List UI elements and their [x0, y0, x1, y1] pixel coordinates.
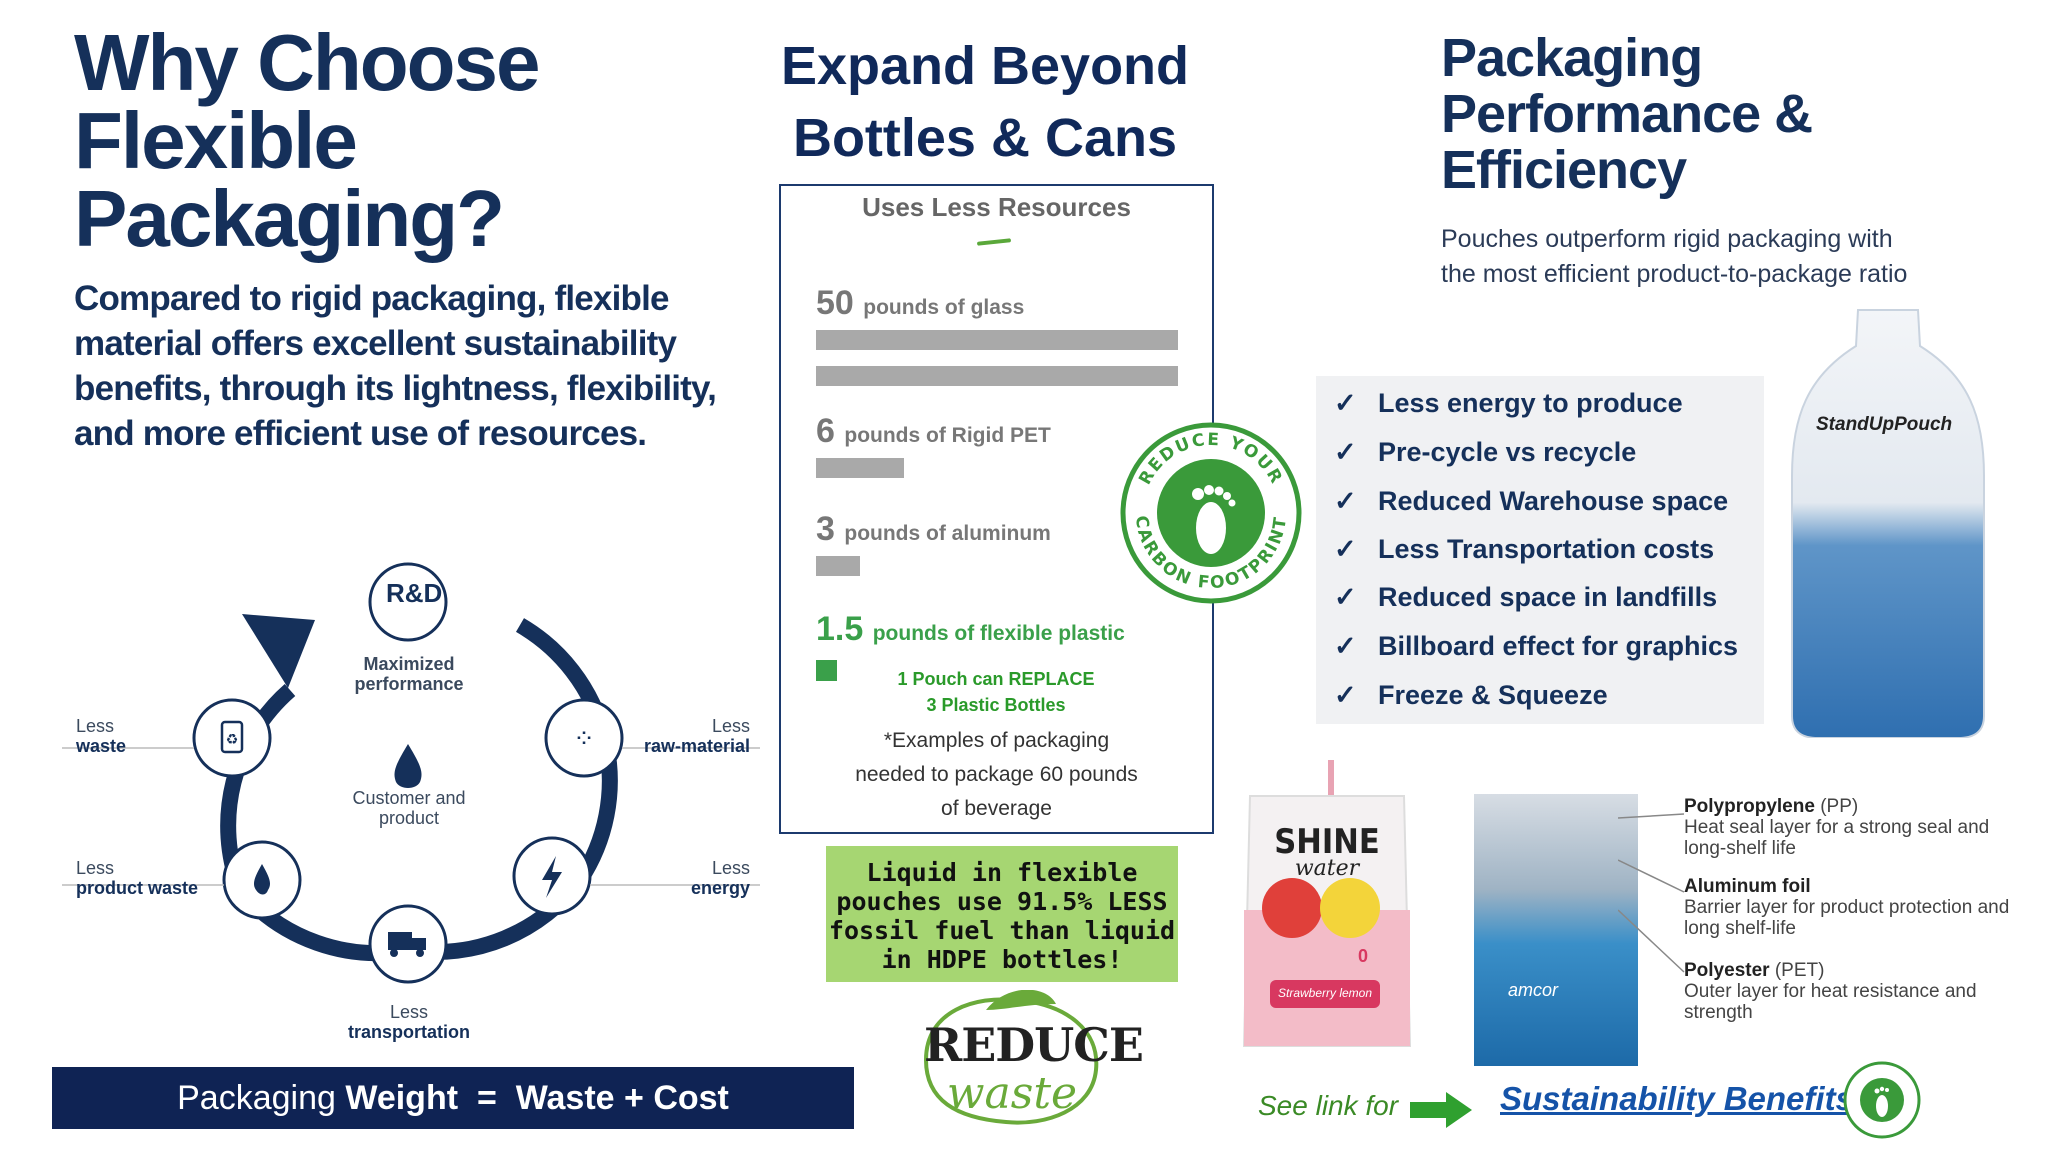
right-title-line2: Performance &	[1441, 84, 1813, 144]
arrow-right-icon	[1410, 1092, 1472, 1128]
glass-amount: 50 pounds of glass	[816, 284, 1025, 322]
customer-product-label: Customer and product	[352, 788, 466, 828]
shine-sugar: 0	[1358, 946, 1369, 966]
shine-brand: SHINE	[1274, 822, 1380, 862]
flexible-plastic-amount: 1.5 pounds of flexible plastic	[816, 610, 1125, 648]
layer-polyester: Polyester (PET)Outer layer for heat resi…	[1684, 960, 1977, 1023]
packaging-weight-bar: Packaging Weight = Waste + Cost	[52, 1067, 854, 1129]
shine-sub: water	[1294, 856, 1360, 881]
shine-water-pouch-image: SHINE water Strawberry lemon 0	[1240, 760, 1414, 1050]
waste-bin-icon: ♻	[192, 698, 272, 778]
svg-text:♻: ♻	[226, 732, 239, 748]
rd-icon	[368, 562, 448, 642]
left-subtitle: Compared to rigid packaging, flexible ma…	[74, 279, 717, 453]
svg-text:⁘: ⁘	[573, 724, 595, 754]
sustainability-benefits-link[interactable]: Sustainability Benefits	[1500, 1080, 1854, 1117]
carbon-footprint-badge: REDUCE YOUR CARBON FOOTPRINT	[1120, 422, 1302, 604]
right-subtitle: Pouches outperform rigid packaging with …	[1441, 225, 1908, 288]
fossil-fuel-callout: Liquid in flexible pouches use 91.5% LES…	[826, 846, 1178, 982]
truck-icon	[368, 904, 448, 984]
see-link-label: See link for	[1258, 1090, 1399, 1121]
standup-pouch-bottle-image: StandUpPouch	[1788, 306, 1988, 738]
middle-title-line2: Bottles & Cans	[792, 108, 1178, 168]
right-title: Packaging Performance & Efficiency	[1441, 28, 1813, 200]
left-title: Why Choose Flexible Packaging?	[74, 18, 540, 263]
aluminum-amount: 3 pounds of aluminum	[816, 510, 1051, 548]
layer-polypropylene: Polypropylene (PP)Heat seal layer for a …	[1684, 796, 1990, 859]
drop-icon	[222, 840, 302, 920]
glass-bar-1	[816, 330, 1178, 350]
maximized-performance-label: Maximized performance	[354, 654, 464, 694]
checkmark-icon: ✓	[1334, 437, 1357, 467]
infobox-heading: Uses Less Resources	[862, 192, 1131, 222]
left-title-line2: Flexible	[74, 96, 358, 185]
cycle-arrow-icon	[242, 614, 315, 688]
pet-bar	[816, 458, 904, 478]
checkmark-icon: ✓	[1334, 582, 1357, 612]
benefits-checklist: ✓Less energy to produce ✓Pre-cycle vs re…	[1316, 376, 1764, 724]
right-title-line3: Efficiency	[1441, 140, 1687, 200]
checklist-item: ✓Freeze & Squeeze	[1334, 680, 1608, 710]
layer-leader-lines	[1618, 813, 1685, 973]
amcor-pouch-image: amcor	[1468, 790, 1644, 1066]
pet-amount: 6 pounds of Rigid PET	[816, 412, 1051, 450]
reduce-text: REDUCE	[924, 1018, 1144, 1072]
checklist-item: ✓Pre-cycle vs recycle	[1334, 437, 1637, 467]
checkmark-icon: ✓	[1334, 486, 1357, 516]
aluminum-bar	[816, 556, 860, 576]
left-title-line3: Packaging?	[74, 174, 505, 263]
checklist-item: ✓Less energy to produce	[1334, 388, 1683, 418]
checkmark-icon: ✓	[1334, 534, 1357, 564]
energy-bolt-icon	[512, 836, 592, 916]
footprint-icon	[1192, 485, 1236, 554]
benefits-cycle-diagram: ♻ ⁘ R&D Maximized performance Custo	[60, 540, 760, 1060]
left-title-line1: Why Choose	[74, 18, 540, 107]
reduce-waste-logo: REDUCE waste	[916, 990, 1144, 1130]
checkmark-icon: ✓	[1334, 680, 1357, 710]
carbon-footprint-small-icon	[1843, 1061, 1921, 1139]
checkmark-icon: ✓	[1334, 388, 1357, 418]
bottle-brand-label: StandUpPouch	[1816, 414, 1953, 435]
checkmark-icon: ✓	[1334, 631, 1357, 661]
right-title-line1: Packaging	[1441, 28, 1703, 88]
middle-title-line1: Expand Beyond	[780, 36, 1190, 96]
amcor-brand: amcor	[1508, 980, 1559, 1000]
glass-bar-2	[816, 366, 1178, 386]
checklist-item: ✓Less Transportation costs	[1334, 534, 1715, 564]
raw-material-icon: ⁘	[544, 698, 624, 778]
waste-text: waste	[946, 1068, 1078, 1119]
cycle-ring: ♻ ⁘	[62, 562, 760, 984]
rd-label: R&D	[386, 578, 443, 608]
shine-flavor: Strawberry lemon	[1277, 986, 1373, 1000]
checklist-item: ✓Billboard effect for graphics	[1334, 631, 1739, 661]
flexible-plastic-bar	[816, 660, 837, 681]
checklist-item: ✓Reduced space in landfills	[1334, 582, 1718, 612]
center-drop-icon	[394, 744, 422, 788]
middle-title: Expand Beyond Bottles & Cans	[760, 30, 1210, 174]
checklist-item: ✓Reduced Warehouse space	[1334, 486, 1729, 516]
